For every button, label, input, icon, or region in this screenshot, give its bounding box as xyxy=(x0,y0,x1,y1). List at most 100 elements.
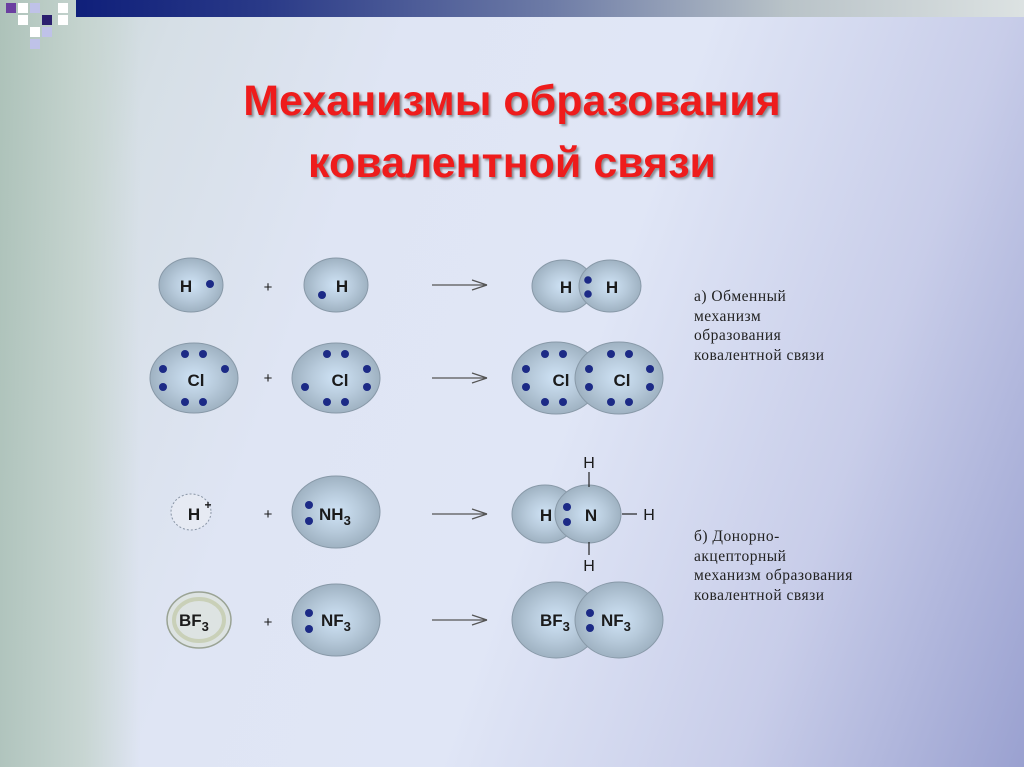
reaction-arrow xyxy=(432,508,488,520)
plus-sign: + xyxy=(264,279,273,296)
proton-h-label: H xyxy=(188,505,200,524)
electron xyxy=(559,398,567,406)
electron xyxy=(522,383,530,391)
electron xyxy=(318,291,326,299)
electron xyxy=(301,383,309,391)
atom-cl-left-label: Cl xyxy=(188,371,205,390)
electron xyxy=(181,350,189,358)
molecule-nh3-label: NH3 xyxy=(319,505,351,528)
molecule-h2-right-label: H xyxy=(606,278,618,297)
donor-acceptor-mechanism-note: б) Донорно- акцепторный механизм образов… xyxy=(694,528,853,604)
bf3-inner-ring xyxy=(172,597,226,643)
molecule-nh3 xyxy=(291,475,381,549)
electron xyxy=(559,350,567,358)
decor-square xyxy=(18,15,28,25)
electron xyxy=(363,365,371,373)
molecule-h2-right-atom xyxy=(578,259,642,313)
electron xyxy=(522,365,530,373)
nf3-subscript: 3 xyxy=(344,619,351,634)
reaction-arrow xyxy=(432,279,488,291)
electron xyxy=(584,290,592,298)
proton-h xyxy=(170,493,212,531)
nf3-main: NF xyxy=(321,611,344,630)
electron xyxy=(305,501,313,509)
adduct-nf3-label: NF3 xyxy=(601,611,631,634)
electron xyxy=(221,365,229,373)
electron xyxy=(563,503,571,511)
adduct-nf3-main: NF xyxy=(601,611,624,630)
molecule-nf3 xyxy=(291,583,381,657)
electron xyxy=(206,280,214,288)
electron xyxy=(341,398,349,406)
electron xyxy=(646,383,654,391)
reaction-arrow xyxy=(432,372,488,384)
decor-square xyxy=(18,3,28,13)
slide-title-line-1: Механизмы образования xyxy=(243,77,781,125)
exchange-mechanism-note: а) Обменный механизм образования ковален… xyxy=(694,288,825,364)
electron xyxy=(323,398,331,406)
electron xyxy=(586,609,594,617)
plus-sign: + xyxy=(264,370,273,387)
row-nh4: H + + NH3 H N H H H xyxy=(170,455,655,575)
electron xyxy=(159,365,167,373)
electron xyxy=(363,383,371,391)
slide-title-line-2: ковалентной связи xyxy=(308,139,716,187)
electron xyxy=(541,350,549,358)
ammonium-h-label: H xyxy=(540,506,552,525)
electron xyxy=(541,398,549,406)
atom-h-right xyxy=(303,257,369,313)
electron xyxy=(563,518,571,526)
atom-cl-left xyxy=(149,342,239,414)
ammonium-h-top: H xyxy=(583,455,595,472)
electron xyxy=(585,383,593,391)
atom-cl-right-label: Cl xyxy=(332,371,349,390)
ammonium-n-atom xyxy=(554,484,622,544)
electron xyxy=(584,276,592,284)
decor-square xyxy=(30,39,40,49)
ammonium-h-bottom: H xyxy=(583,558,595,575)
molecule-cl2-right-label: Cl xyxy=(614,371,631,390)
electron xyxy=(607,350,615,358)
electron xyxy=(305,625,313,633)
electron xyxy=(585,365,593,373)
electron xyxy=(607,398,615,406)
reaction-arrow xyxy=(432,614,488,626)
ammonium-n-label: N xyxy=(585,506,597,525)
atom-h-left xyxy=(158,257,224,313)
electron xyxy=(159,383,167,391)
electron xyxy=(305,517,313,525)
atom-cl-right xyxy=(291,342,381,414)
atom-h-right-label: H xyxy=(336,277,348,296)
adduct-bf3-label: BF3 xyxy=(540,611,570,634)
ammonium-h-right: H xyxy=(643,507,655,524)
plus-sign: + xyxy=(264,506,273,523)
decor-square xyxy=(42,15,52,25)
electron xyxy=(646,365,654,373)
nh3-main: NH xyxy=(319,505,344,524)
electron xyxy=(199,350,207,358)
top-decor-bar xyxy=(76,0,1024,17)
decor-square xyxy=(58,3,68,13)
proton-charge: + xyxy=(204,498,211,512)
molecule-nf3-label: NF3 xyxy=(321,611,351,634)
row-bf3nf3: BF3 + NF3 BF3 NF3 xyxy=(166,581,664,659)
nh3-subscript: 3 xyxy=(344,513,351,528)
molecule-bf3-label: BF3 xyxy=(179,611,209,634)
bond-lines xyxy=(588,472,637,555)
row-h2: H + H H H xyxy=(158,257,642,313)
electron xyxy=(323,350,331,358)
molecule-cl2-right-atom xyxy=(574,341,664,415)
bf3-subscript: 3 xyxy=(202,619,209,634)
molecule-h2-left-label: H xyxy=(560,278,572,297)
atom-h-left-label: H xyxy=(180,277,192,296)
adduct-bf3-sub: 3 xyxy=(563,619,570,634)
left-decor-band xyxy=(0,0,140,767)
plus-sign: + xyxy=(264,614,273,631)
decor-square xyxy=(6,3,16,13)
electron xyxy=(586,624,594,632)
electron xyxy=(199,398,207,406)
decor-square xyxy=(58,15,68,25)
molecule-cl2-left-label: Cl xyxy=(553,371,570,390)
decor-square xyxy=(30,3,40,13)
